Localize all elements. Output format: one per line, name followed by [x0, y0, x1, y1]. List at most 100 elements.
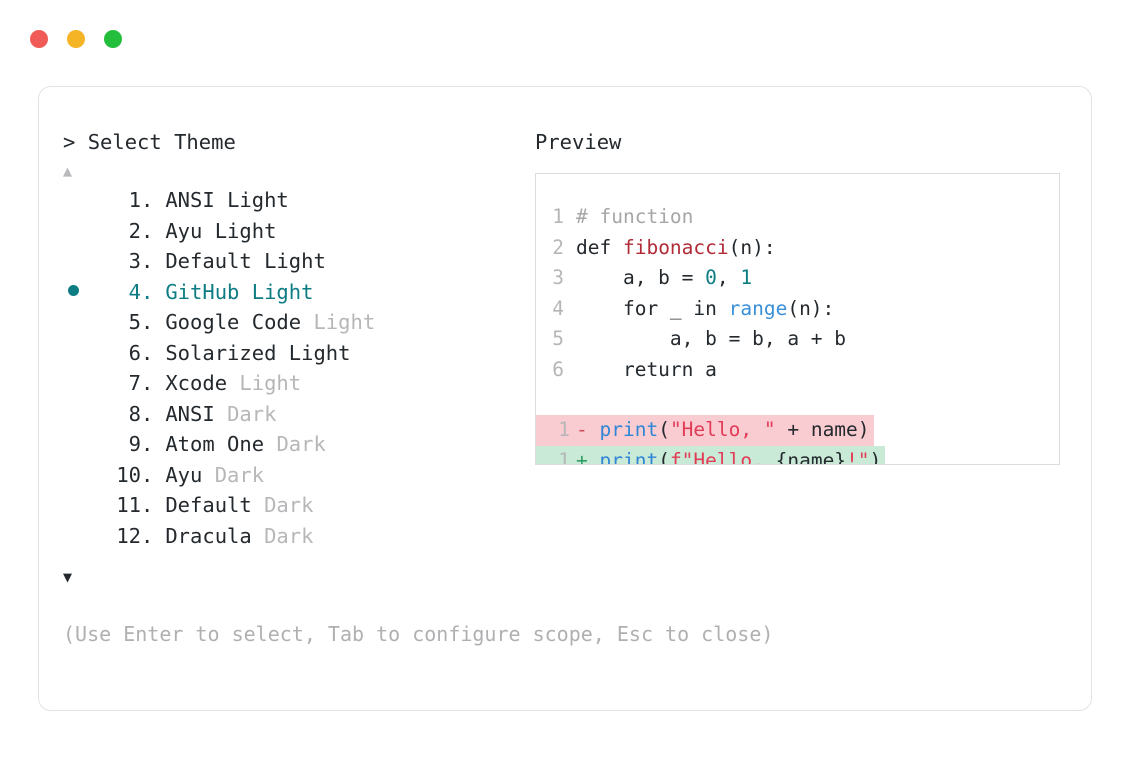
code-token-plain: (	[658, 418, 670, 441]
theme-item-index-separator: .	[141, 218, 154, 243]
keyboard-hint: (Use Enter to select, Tab to configure s…	[63, 622, 774, 646]
theme-item-name: Default	[165, 493, 265, 517]
theme-list-item[interactable]: 5. Google Code Light	[63, 307, 533, 338]
code-token-num: 0	[705, 266, 717, 289]
theme-item-index-separator: .	[141, 401, 154, 426]
code-line-text: for _ in range(n):	[576, 294, 834, 325]
theme-item-index-separator: .	[141, 371, 154, 395]
code-line: 3 a, b = 0, 1	[536, 263, 1059, 294]
code-line-number: 6	[552, 357, 564, 381]
preview-label: Preview	[535, 130, 622, 154]
code-line-text: a, b = b, a + b	[576, 324, 846, 355]
diff-sign: +	[576, 448, 600, 465]
theme-item-index: 8	[128, 401, 141, 426]
theme-item-variant: Dark	[214, 462, 265, 487]
code-token-func: fibonacci	[622, 235, 729, 259]
theme-item-name: GitHub	[165, 279, 252, 304]
theme-list-item[interactable]: 8.ANSI Dark	[63, 399, 533, 430]
theme-item-index: 12	[116, 523, 141, 548]
code-token-plain: (	[658, 448, 670, 465]
theme-item-variant: Light	[239, 371, 302, 395]
theme-item-index-separator: .	[141, 188, 154, 212]
code-token-plain: + name)	[775, 418, 870, 441]
code-line: 6 return a	[536, 355, 1059, 386]
code-line-number: 5	[552, 327, 564, 350]
code-token-comment: # function	[576, 205, 694, 228]
theme-list-item[interactable]: 11.Default Dark	[63, 490, 533, 521]
code-token-plain: ,	[716, 266, 741, 289]
theme-list-item[interactable]: 6.Solarized Light	[63, 338, 533, 369]
code-spacer	[536, 385, 1059, 415]
code-token-builtin: range	[728, 296, 788, 320]
theme-item-index-separator: .	[141, 279, 154, 304]
code-line: 1 # function	[536, 202, 1059, 233]
code-token-num: 1	[740, 266, 753, 289]
theme-item-variant: Light	[264, 249, 326, 273]
theme-item-variant: Light	[214, 218, 277, 243]
theme-item-name: Xcode	[165, 371, 240, 395]
theme-item-name: Ayu	[165, 462, 215, 487]
theme-item-variant: Light	[251, 279, 314, 304]
code-token-plain: (n):	[728, 235, 776, 259]
theme-list-item[interactable]: 3. Default Light	[63, 246, 533, 277]
theme-item-index: 3	[128, 249, 141, 273]
theme-item-name: Atom One	[165, 432, 277, 456]
theme-item-index: 4	[128, 279, 141, 304]
theme-list-item[interactable]: 12. Dracula Dark	[63, 521, 533, 552]
theme-item-index-separator: .	[141, 310, 154, 334]
diff-line-removed: 1- print("Hello, " + name)	[536, 415, 1059, 446]
theme-item-name: ANSI	[165, 401, 228, 426]
theme-item-index-separator: .	[141, 523, 154, 548]
code-token-plain: a, b =	[576, 266, 706, 289]
window-zoom-button[interactable]	[104, 30, 122, 48]
code-line-number: 1	[552, 205, 564, 228]
theme-item-name: Solarized	[165, 340, 289, 365]
window-titlebar	[30, 30, 122, 48]
window-minimize-button[interactable]	[67, 30, 85, 48]
theme-item-name: Default	[165, 249, 265, 273]
theme-item-index-separator: .	[141, 249, 154, 273]
scroll-up-icon[interactable]: ▲	[63, 162, 73, 180]
code-line: 5 a, b = b, a + b	[536, 324, 1059, 355]
code-line-text: def fibonacci(n):	[576, 233, 776, 264]
theme-item-index-separator: .	[141, 462, 154, 487]
theme-list-item[interactable]: 9.Atom One Dark	[63, 429, 533, 460]
window-close-button[interactable]	[30, 30, 48, 48]
theme-list-item[interactable]: 10.Ayu Dark	[63, 460, 533, 491]
theme-item-name: ANSI	[165, 188, 228, 212]
diff-line-added: 1+ print(f"Hello, {name}!")	[536, 445, 1059, 465]
theme-item-variant: Light	[313, 310, 376, 334]
theme-item-variant: Dark	[264, 523, 314, 548]
theme-list-item[interactable]: 2.Ayu Light	[63, 216, 533, 247]
prompt-caret-icon: >	[63, 130, 88, 154]
code-line-text: a, b = 0, 1	[576, 263, 752, 294]
code-token-call: print	[599, 418, 659, 441]
theme-list-item[interactable]: 4. GitHub Light	[63, 277, 533, 308]
theme-item-index: 2	[128, 218, 141, 243]
code-token-string: f"Hello,	[669, 448, 776, 465]
page-title: Select Theme	[87, 130, 236, 154]
theme-item-index: 9	[128, 432, 141, 456]
theme-item-index: 1	[128, 188, 141, 212]
code-token-plain: a, b = b, a + b	[576, 327, 847, 350]
diff-line-text: - print("Hello, " + name)	[570, 415, 874, 446]
theme-item-index: 5	[128, 310, 141, 334]
theme-item-index-separator: .	[141, 340, 154, 365]
theme-item-name: Dracula	[165, 523, 265, 548]
theme-list-item[interactable]: 7. Xcode Light	[63, 368, 533, 399]
theme-item-name: Google Code	[165, 310, 314, 334]
scroll-down-icon[interactable]: ▼	[63, 568, 73, 586]
prompt-row: > Select Theme	[63, 129, 533, 155]
theme-item-index: 7	[128, 371, 141, 395]
theme-list-item[interactable]: 1.ANSI Light	[63, 185, 533, 216]
theme-item-variant: Dark	[264, 493, 314, 517]
code-line-text: return a	[576, 355, 717, 386]
code-line: 4 for _ in range(n):	[536, 294, 1059, 325]
code-token-string: "Hello, "	[669, 418, 776, 441]
code-token-plain: return a	[576, 357, 717, 381]
